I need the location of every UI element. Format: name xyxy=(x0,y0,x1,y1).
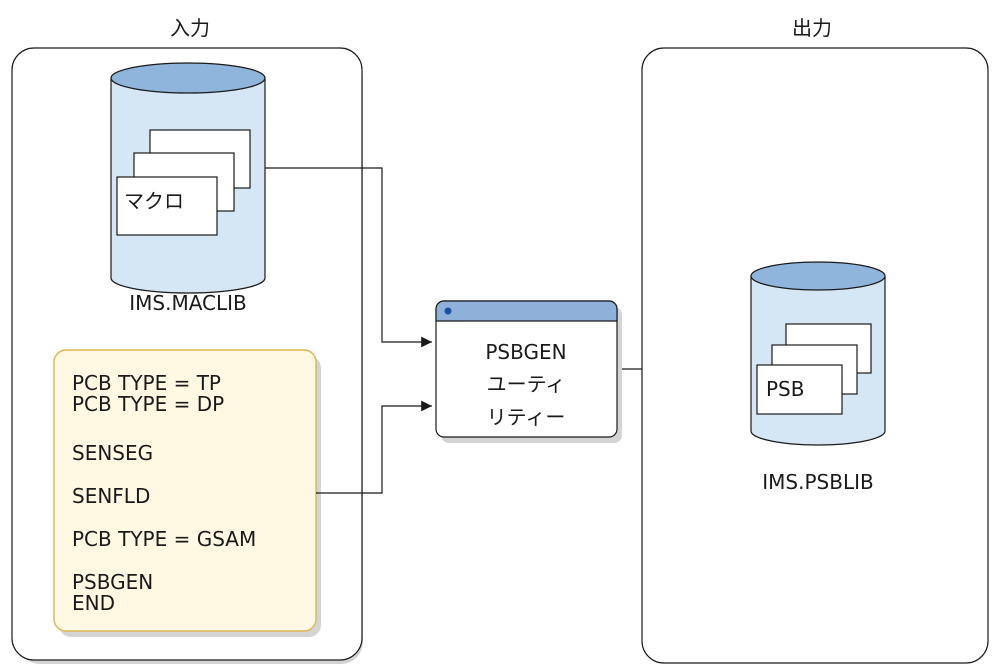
psb-document-label: PSB xyxy=(766,377,804,401)
utility-name-line1: PSBGEN xyxy=(485,340,566,364)
statement-pcb-type-tp: PCB TYPE = TP xyxy=(72,371,221,395)
maclib-dataset-name: IMS.MACLIB xyxy=(129,291,247,315)
statement-pcb-type-gsam: PCB TYPE = GSAM xyxy=(72,527,256,551)
window-dot-icon xyxy=(444,307,452,315)
input-panel-label: 入力 xyxy=(170,16,210,40)
maclib-to-utility-arrow xyxy=(265,167,432,348)
utility-window-titlebar xyxy=(435,300,618,322)
psb-document-stack-icon xyxy=(756,323,872,415)
macro-document-stack-icon xyxy=(116,129,251,236)
statement-pcb-type-dp: PCB TYPE = DP xyxy=(72,392,224,416)
statement-end: END xyxy=(72,591,115,615)
macro-document-label: マクロ xyxy=(124,189,184,213)
utility-name-line2: ユーティ xyxy=(487,372,566,396)
statement-psbgen: PSBGEN xyxy=(72,570,153,594)
psblib-dataset-name: IMS.PSBLIB xyxy=(762,470,873,494)
statement-senfld: SENFLD xyxy=(72,484,150,508)
utility-name-line3: リティー xyxy=(487,405,566,429)
control-statements-box xyxy=(53,349,317,632)
statements-to-utility-arrow xyxy=(316,400,432,494)
statement-senseg: SENSEG xyxy=(72,441,153,465)
output-panel-label: 出力 xyxy=(792,16,832,40)
